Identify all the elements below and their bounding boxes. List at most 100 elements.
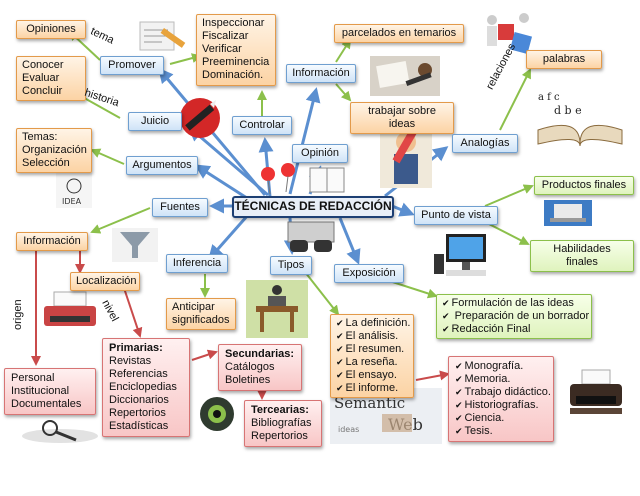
personal-node: Personal Institucional Documentales (4, 368, 96, 415)
primarias-line: Referencias (109, 368, 168, 380)
secundarias-line: Boletines (225, 374, 271, 386)
pushpins-illustration (261, 163, 295, 195)
monografias-item: Trabajo didáctico. (455, 386, 551, 399)
primarias-line: Revistas (109, 355, 152, 367)
informacion-left-node: Información (16, 232, 88, 251)
parcelados-node: parcelados en temarios (334, 24, 464, 43)
svg-text:a f c: a f c (538, 92, 560, 103)
svg-text:d b e: d b e (554, 104, 582, 117)
habilidades-node: Habilidades finales (530, 240, 634, 272)
fuentes-node: Fuentes (152, 198, 208, 217)
tipos-item: El ensayo. (336, 369, 408, 382)
desk-writing-illustration (370, 56, 440, 96)
primarias-line: Repertorios (109, 407, 166, 419)
inspeccionar-line-4: Preeminencia (202, 56, 270, 68)
origen-label: origen (12, 299, 24, 330)
terciarias-title: Tercearias: (251, 404, 309, 416)
personal-line-1: Personal (11, 372, 55, 384)
palabras-node: palabras (526, 50, 602, 69)
tipos-item: La reseña. (336, 356, 408, 369)
inspeccionar-line-5: Dominación. (202, 69, 264, 81)
secundarias-title: Secundarias: (225, 348, 295, 360)
exposicion-node: Exposición (334, 264, 404, 283)
anticipar-line-2: significados (172, 314, 230, 326)
conocer-node: Conocer Evaluar Concluir (16, 56, 86, 101)
primarias-title: Primarias: (109, 342, 163, 354)
inspeccionar-node: Inspeccionar Fiscalizar Verificar Preemi… (196, 14, 276, 86)
writer-desk-illustration (246, 280, 308, 338)
tipos-items-node: La definición. El análisis. El resumen. … (330, 314, 414, 398)
exposicion-item: Formulación de las ideas (442, 297, 586, 310)
informacion-top-node: Información (286, 64, 356, 83)
exposicion-item: Preparación de un borrador (442, 310, 590, 323)
conocer-line-3: Concluir (22, 85, 63, 97)
monografias-item: Ciencia. (455, 412, 547, 425)
typing-hands-illustration (287, 221, 335, 252)
primarias-line: Estadísticas (109, 420, 169, 432)
inspeccionar-line-3: Verificar (202, 43, 242, 55)
promover-node: Promover (100, 56, 164, 75)
primarias-line: Enciclopedias (109, 381, 177, 393)
localizacion-node: Localización (70, 272, 140, 291)
svg-text:IDEA: IDEA (62, 197, 82, 206)
tipos-item: El resumen. (336, 343, 408, 356)
terciarias-line: Bibliografías (251, 417, 312, 429)
primarias-node: Primarias: Revistas Referencias Enciclop… (102, 338, 190, 437)
personal-line-2: Institucional (11, 385, 70, 397)
typewriter-illustration (44, 291, 96, 326)
vintage-typewriter-illustration (570, 369, 622, 414)
controlar-node: Controlar (232, 116, 292, 135)
conocer-line-1: Conocer (22, 59, 64, 71)
opinion-node: Opinión (292, 144, 348, 163)
tipos-item: El informe. (336, 382, 408, 395)
anticipar-line-1: Anticipar (172, 301, 215, 313)
temas-line-2: Organización (22, 144, 87, 156)
exposicion-items-node: Formulación de las ideas Preparación de … (436, 294, 592, 339)
laptop-illustration (544, 200, 592, 226)
exposicion-item: Redacción Final (442, 323, 586, 336)
funnel-illustration (112, 228, 158, 262)
student-pencil-illustration (380, 124, 432, 188)
juicio-node: Juicio (128, 112, 182, 131)
tipos-node: Tipos (270, 256, 312, 275)
argumentos-node: Argumentos (126, 156, 198, 175)
analogias-node: Analogías (452, 134, 518, 153)
magnifier-illustration (22, 420, 98, 443)
temas-line-1: Temas: (22, 131, 58, 143)
pen-circle-illustration (180, 98, 220, 138)
secundarias-line: Catálogos (225, 361, 275, 373)
notebook-illustration (309, 167, 345, 193)
pencil-note-illustration (139, 21, 186, 51)
temas-node: Temas: Organización Selección (16, 128, 92, 173)
monografias-item: Tesis. (455, 425, 547, 438)
terciarias-line: Repertorios (251, 430, 308, 442)
svg-text:Semantic: Semantic (334, 394, 405, 412)
puzzle-people-illustration (487, 13, 533, 55)
opiniones-node: Opiniones (16, 20, 86, 39)
trabajar-node: trabajar sobre ideas (350, 102, 454, 134)
desktop-computer-illustration (434, 234, 486, 276)
primarias-line: Diccionarios (109, 394, 169, 406)
productos-node: Productos finales (534, 176, 634, 195)
secundarias-node: Secundarias: Catálogos Boletines (218, 344, 302, 391)
terciarias-node: Tercearias: Bibliografías Repertorios (244, 400, 322, 447)
monografias-node: Monografía. Memoria. Trabajo didáctico. … (448, 356, 554, 442)
temas-line-3: Selección (22, 157, 70, 169)
monografias-item: Historiografías. (455, 399, 547, 412)
svg-text:ideas: ideas (338, 425, 359, 434)
monografias-item: Memoria. (455, 373, 547, 386)
inspeccionar-line-1: Inspeccionar (202, 17, 265, 29)
tipos-item: La definición. (336, 317, 411, 330)
center-title: TÉCNICAS DE REDACCIÓN (232, 196, 394, 218)
gear-eye-illustration (200, 397, 234, 431)
idea-sketch-illustration: IDEA (56, 172, 92, 208)
anticipar-node: Anticipar significados (166, 298, 236, 330)
open-book-letters-illustration: a f c d b e (537, 92, 623, 147)
conocer-line-2: Evaluar (22, 72, 60, 84)
inferencia-node: Inferencia (166, 254, 228, 273)
tipos-item: El análisis. (336, 330, 408, 343)
monografias-item: Monografía. (455, 360, 547, 373)
personal-line-3: Documentales (11, 398, 82, 410)
inspeccionar-line-2: Fiscalizar (202, 30, 249, 42)
punto-vista-node: Punto de vista (414, 206, 498, 225)
